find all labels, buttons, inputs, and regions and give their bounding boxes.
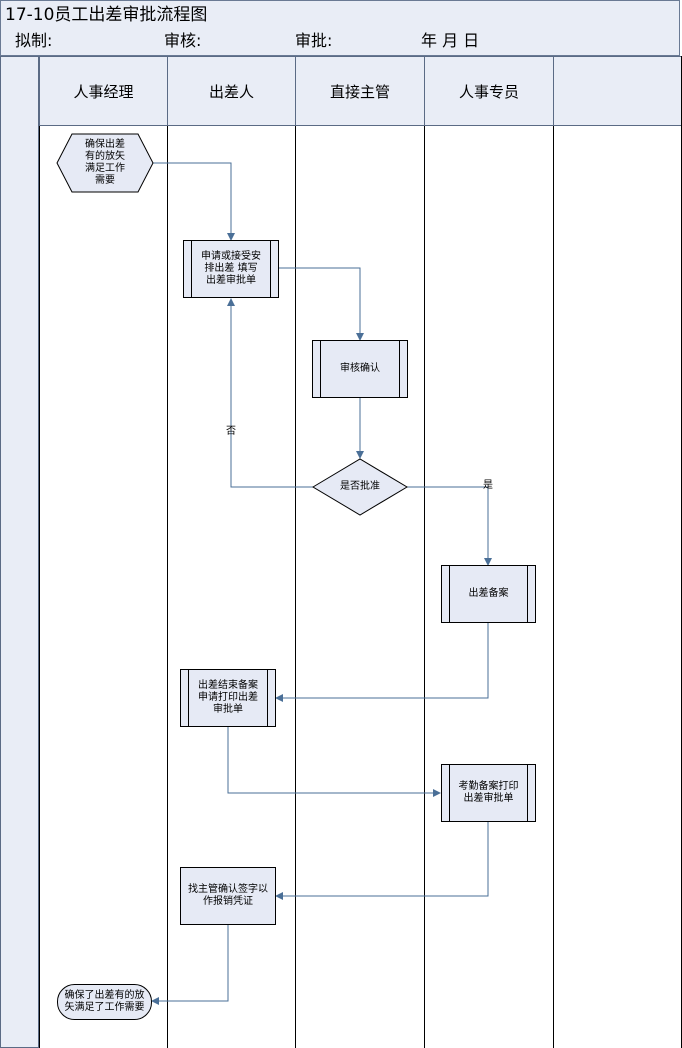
end-node-label: 确保了出差有的放 矢满足了工作需要 xyxy=(64,990,145,1013)
edge-apply-to-review xyxy=(279,267,364,341)
reviewed-label: 审核: xyxy=(164,31,202,50)
record-node-label: 出差备案 xyxy=(468,588,509,599)
print-process-box xyxy=(441,764,536,822)
start-hexagon xyxy=(56,133,154,193)
lane-header-hr-manager: 人事经理 xyxy=(39,56,168,126)
edge-endtrip-to-print xyxy=(227,726,441,797)
sign-node-label: 找主管确认签字以 作报销凭证 xyxy=(188,884,268,907)
record-process-box xyxy=(441,565,536,623)
decision-diamond xyxy=(312,458,408,516)
end-terminator xyxy=(57,984,152,1020)
lane-header-traveler: 出差人 xyxy=(167,56,296,126)
shapes xyxy=(56,133,536,1020)
edge-print-to-sign xyxy=(275,821,489,900)
drafted-label: 拟制: xyxy=(15,31,53,50)
lane-header-empty xyxy=(553,56,682,126)
lane-dividers xyxy=(39,56,682,1048)
start-node-label: 确保出差 有的放矢 满足工作 需要 xyxy=(85,139,125,186)
diagram-header: 17-10员工出差审批流程图 拟制: 审核: 审批: 年 月 日 xyxy=(0,0,680,56)
date-label: 年 月 日 xyxy=(421,31,480,50)
print-node-label: 考勤备案打印 出差审批单 xyxy=(458,781,519,804)
lane-left-strip xyxy=(0,56,39,1048)
edge-sign-to-end xyxy=(151,925,229,1005)
connectors xyxy=(151,162,492,1005)
diagram-title: 17-10员工出差审批流程图 xyxy=(5,5,208,25)
endtrip-node-label: 出差结束备案 申请打印出差 审批单 xyxy=(198,680,258,715)
apply-process-box xyxy=(183,240,279,298)
lane-header-direct-supervisor: 直接主管 xyxy=(295,56,425,126)
review-node-label: 审核确认 xyxy=(340,363,380,374)
edge-label-yes: 是 xyxy=(483,480,493,491)
decision-node-label: 是否批准 xyxy=(340,481,380,492)
edge-start-to-apply xyxy=(153,162,235,241)
approved-label: 审批: xyxy=(295,31,333,50)
edge-decision-yes xyxy=(407,486,492,566)
sign-box xyxy=(180,867,276,925)
review-process-box xyxy=(312,340,408,398)
lane-header-hr-specialist: 人事专员 xyxy=(424,56,554,126)
edge-record-to-endtrip xyxy=(275,622,489,702)
lane-header-row: 人事经理 出差人 直接主管 人事专员 xyxy=(0,56,682,126)
edge-decision-no xyxy=(227,298,313,488)
edge-label-no: 否 xyxy=(226,426,236,437)
endtrip-process-box xyxy=(180,669,276,727)
apply-node-label: 申请或接受安 排出差 填写 出差审批单 xyxy=(201,251,261,286)
